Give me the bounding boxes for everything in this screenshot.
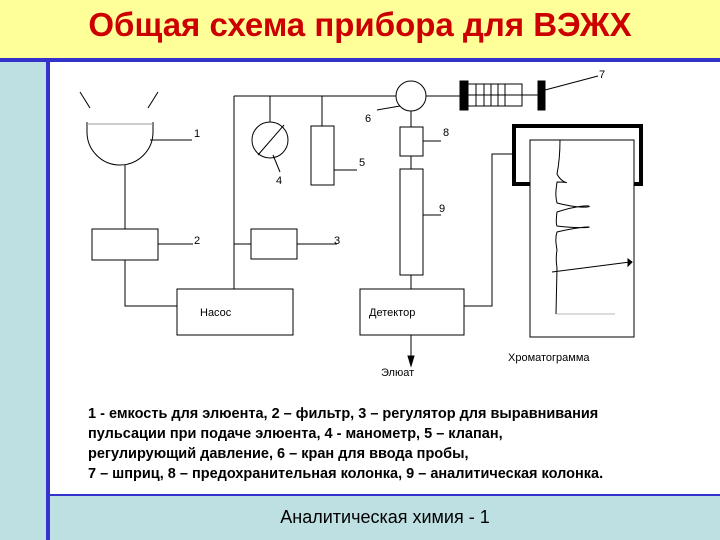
eluent-reservoir [86, 122, 154, 166]
pressure-valve [310, 125, 335, 186]
footer-divider [50, 494, 720, 497]
label-4: 4 [276, 175, 282, 187]
detector-label: Детектор [369, 307, 415, 319]
legend: 1 - емкость для элюента, 2 – фильтр, 3 –… [88, 404, 688, 484]
leader-6 [376, 105, 401, 111]
chart-paper [529, 139, 635, 338]
leader-4 [272, 154, 281, 173]
detector-box [359, 288, 465, 336]
eluate-label: Элюат [381, 367, 414, 379]
pump-box [176, 288, 294, 336]
legend-line: регулирующий давление, 6 – кран для ввод… [88, 446, 469, 462]
chromatogram-label: Хроматограмма [508, 352, 590, 364]
label-8: 8 [443, 127, 449, 139]
manometer [251, 121, 289, 159]
line-filter-pump [124, 260, 177, 307]
label-1: 1 [194, 128, 200, 140]
left-divider [46, 60, 50, 540]
manometer-needle [257, 124, 285, 156]
title-divider [0, 58, 720, 62]
label-7: 7 [599, 69, 605, 81]
label-2: 2 [194, 235, 200, 247]
label-9: 9 [439, 203, 445, 215]
legend-line: пульсации при подаче элюента, 4 - маноме… [88, 426, 503, 442]
page-title: Общая схема прибора для ВЭЖХ [88, 6, 632, 43]
eluate-arrow [407, 355, 415, 368]
analytical-column [399, 168, 424, 276]
pump-label: Насос [200, 307, 232, 319]
baseline-marker [551, 261, 631, 273]
footer-text: Аналитическая химия - 1 [280, 507, 490, 527]
hplc-diagram: 1 2 3 4 5 6 7 8 9 Насос Детектор Элюат Х… [79, 69, 643, 379]
footer-band [50, 496, 720, 540]
reservoir-rim-right [147, 91, 159, 109]
legend-line: 7 – шприц, 8 – предохранительная колонка… [88, 466, 604, 482]
left-decor-bar [0, 62, 47, 540]
label-5: 5 [359, 157, 365, 169]
syringe-end-right [537, 80, 546, 111]
label-6: 6 [365, 113, 371, 125]
title-band [0, 0, 720, 58]
label-3: 3 [334, 235, 340, 247]
syringe-end-left [459, 80, 469, 111]
leader-7 [544, 75, 599, 91]
filter [91, 228, 159, 261]
pen-marker [627, 258, 633, 268]
guard-column [399, 126, 424, 157]
reservoir-rim-left [79, 91, 91, 109]
pulse-damper [250, 228, 298, 260]
line-detector-recorder [464, 153, 515, 307]
injection-valve [395, 80, 427, 112]
chromatogram-trace [555, 139, 590, 315]
legend-line: 1 - емкость для элюента, 2 – фильтр, 3 –… [88, 406, 599, 422]
